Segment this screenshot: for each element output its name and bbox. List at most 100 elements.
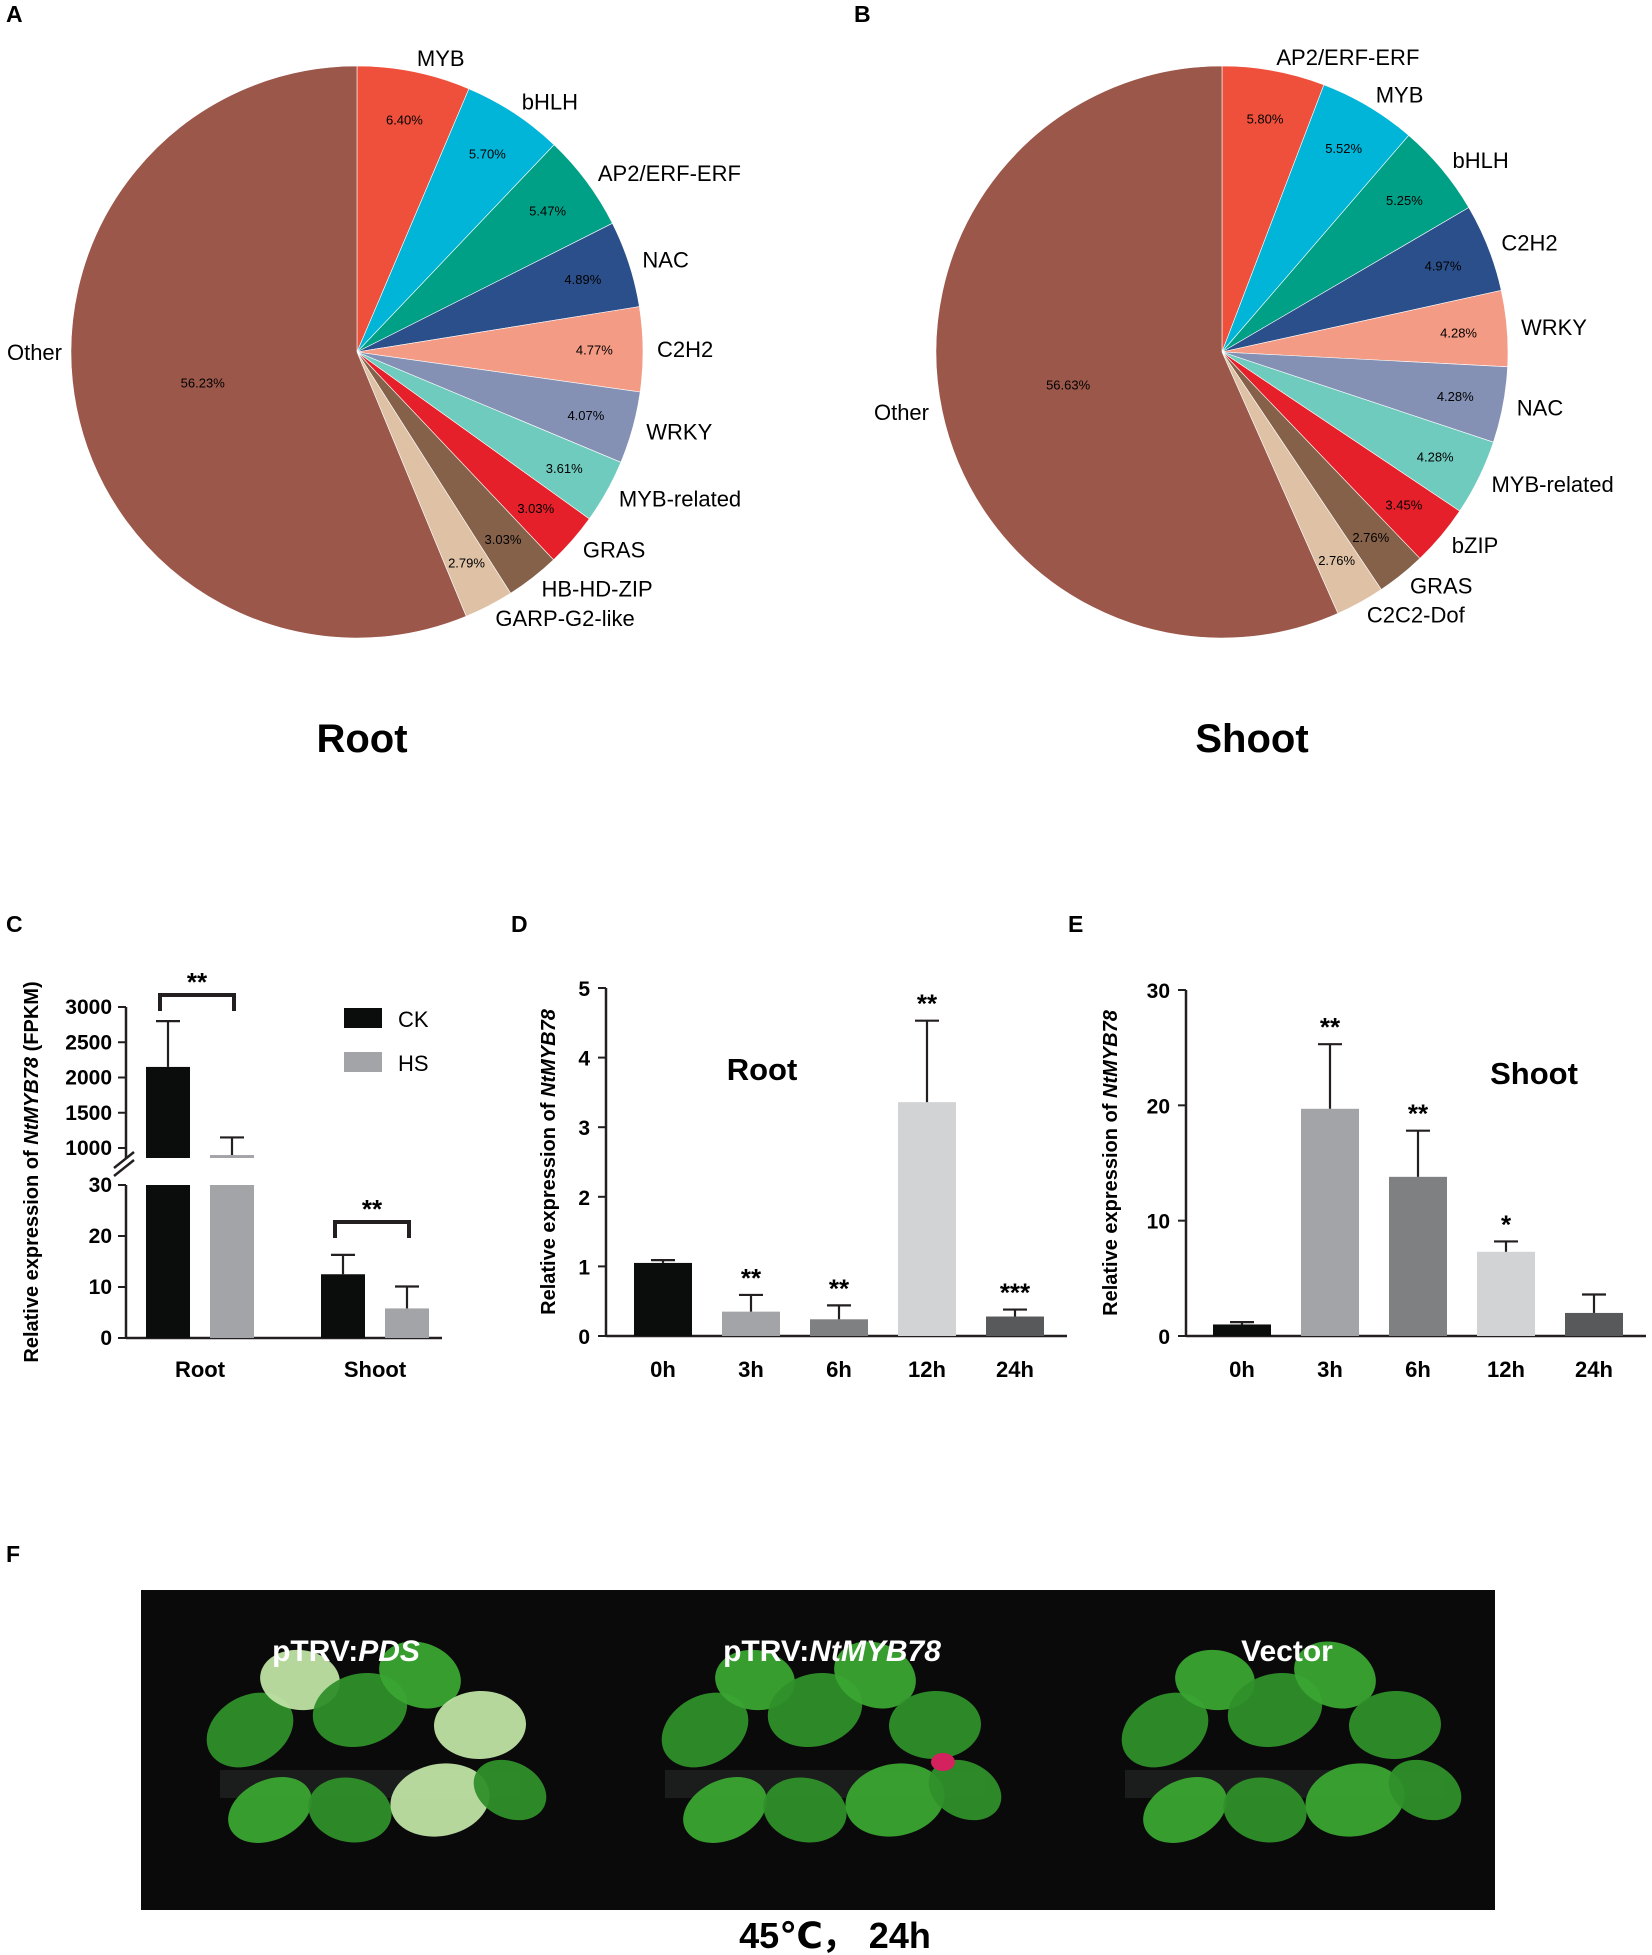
panel-letter-f: F xyxy=(6,1541,20,1567)
bar-6h xyxy=(1389,1176,1447,1336)
x-label-12h: 12h xyxy=(908,1357,946,1382)
pie-label-myb: MYB xyxy=(417,46,465,71)
pie-pct-bhlh: 5.25% xyxy=(1386,193,1423,208)
pie-slice-other xyxy=(935,65,1339,639)
significance-label-1: ** xyxy=(187,967,208,997)
leaf xyxy=(928,1759,1002,1821)
leaf xyxy=(308,1777,392,1843)
pie-label-gras: GRAS xyxy=(1410,574,1472,599)
bar-title-root: Root xyxy=(727,1052,798,1087)
bar-24h xyxy=(986,1316,1044,1336)
bar-hs-root-lower xyxy=(210,1185,254,1338)
photo-background xyxy=(141,1590,1495,1910)
leaf xyxy=(434,1690,526,1760)
leaf xyxy=(661,1692,749,1768)
panel-letter-e: E xyxy=(1068,911,1083,937)
y-axis-title: Relative expression of NtMYB78 (FPKM) xyxy=(21,981,43,1362)
y-tick-label-2: 2 xyxy=(578,1187,590,1210)
x-label-3h: 3h xyxy=(738,1357,764,1382)
bar-hs-shoot xyxy=(385,1308,429,1338)
leaf xyxy=(206,1692,294,1768)
photo-label-vector: Vector xyxy=(1241,1635,1333,1668)
bar-ck-root-upper xyxy=(146,1066,190,1158)
pie-pct-ap2-erf-erf: 5.47% xyxy=(529,204,566,219)
x-label-12h: 12h xyxy=(1487,1357,1525,1382)
leaf xyxy=(260,1649,340,1711)
leaf xyxy=(1294,1641,1376,1709)
pie-label-ap2-erf-erf: AP2/ERF-ERF xyxy=(1276,45,1419,70)
significance-6h: ** xyxy=(829,1273,850,1303)
pie-pct-gras: 3.03% xyxy=(517,501,554,516)
pie-slice-myb xyxy=(356,65,470,353)
photo-label-pds: pTRV:PDS xyxy=(272,1635,420,1668)
pie-pct-bzip: 3.45% xyxy=(1385,498,1422,513)
significance-24h: *** xyxy=(1000,1278,1031,1308)
pie-label-c2c2-dof: C2C2-Dof xyxy=(1367,603,1466,628)
pie-slice-other xyxy=(70,65,467,639)
legend-swatch-ck xyxy=(344,1008,382,1028)
leaf xyxy=(1227,1672,1323,1748)
leaf xyxy=(715,1649,795,1711)
flower xyxy=(931,1753,955,1771)
leaf xyxy=(1143,1777,1227,1843)
y-tick-label-30: 30 xyxy=(89,1174,112,1197)
photo-label-ntmyb78: pTRV:NtMYB78 xyxy=(723,1635,941,1668)
pie-label-myb-related: MYB-related xyxy=(619,486,741,511)
x-label-0h: 0h xyxy=(1229,1357,1255,1382)
pie-label-nac: NAC xyxy=(642,248,689,273)
x-label-24h: 24h xyxy=(1575,1357,1613,1382)
y-axis-title: Relative expression of NtMYB78 xyxy=(1100,1009,1122,1316)
bar-12h xyxy=(898,1102,956,1336)
y-tick-label-2500: 2500 xyxy=(65,1031,112,1054)
legend-swatch-hs xyxy=(344,1052,382,1072)
legend-label-hs: HS xyxy=(398,1051,429,1076)
y-axis-title: Relative expression of NtMYB78 xyxy=(538,1008,560,1315)
y-tick-label-1500: 1500 xyxy=(65,1102,112,1125)
bar-0h xyxy=(634,1262,692,1336)
plant-group-2 xyxy=(661,1641,1002,1843)
pie-pct-nac: 4.89% xyxy=(564,272,601,287)
plant-silhouettes xyxy=(206,1641,1462,1843)
x-label-0h: 0h xyxy=(650,1357,676,1382)
panel-letter-d: D xyxy=(511,911,528,937)
pie-title-root: Root xyxy=(316,717,407,761)
pie-pct-bhlh: 5.70% xyxy=(469,147,506,162)
bar-24h xyxy=(1565,1312,1623,1336)
pie-label-other: Other xyxy=(7,340,62,365)
y-tick-label-1: 1 xyxy=(578,1256,590,1279)
legend-label-ck: CK xyxy=(398,1007,429,1032)
bar-6h xyxy=(810,1319,868,1336)
significance-bracket-1 xyxy=(158,993,236,1011)
significance-label-2: ** xyxy=(362,1194,383,1224)
bar-0h xyxy=(1213,1324,1271,1336)
leaf xyxy=(1305,1763,1405,1837)
leaf xyxy=(763,1777,847,1843)
axis-break-mark-2 xyxy=(113,1151,135,1169)
pie-title-shoot: Shoot xyxy=(1195,717,1308,761)
pie-label-c2h2: C2H2 xyxy=(657,337,713,362)
photo-caption: 45℃， 24h xyxy=(739,1915,931,1955)
x-label-6h: 6h xyxy=(826,1357,852,1382)
pie-label-c2h2: C2H2 xyxy=(1501,231,1557,256)
pie-pct-other: 56.63% xyxy=(1046,378,1091,393)
pie-label-hb-hd-zip: HB-HD-ZIP xyxy=(541,577,652,602)
y-tick-label-4: 4 xyxy=(578,1048,590,1071)
pie-label-garp-g2-like: GARP-G2-like xyxy=(495,606,634,631)
y-tick-label-0: 0 xyxy=(1158,1326,1170,1349)
bar-3h xyxy=(722,1311,780,1336)
panel-letter-c: C xyxy=(6,911,23,937)
y-tick-label-5: 5 xyxy=(578,978,590,1001)
leaf xyxy=(1121,1692,1209,1768)
bar-hs-root-upper xyxy=(210,1155,254,1158)
bar-12h xyxy=(1477,1251,1535,1336)
leaf xyxy=(1175,1649,1255,1711)
leaf xyxy=(473,1759,547,1821)
pie-pct-hb-hd-zip: 3.03% xyxy=(485,532,522,547)
leaf xyxy=(228,1777,312,1843)
leaf xyxy=(889,1690,981,1760)
significance-bracket-2 xyxy=(333,1220,411,1238)
pie-pct-myb-related: 4.28% xyxy=(1417,449,1454,464)
y-tick-label-10: 10 xyxy=(1147,1211,1170,1234)
